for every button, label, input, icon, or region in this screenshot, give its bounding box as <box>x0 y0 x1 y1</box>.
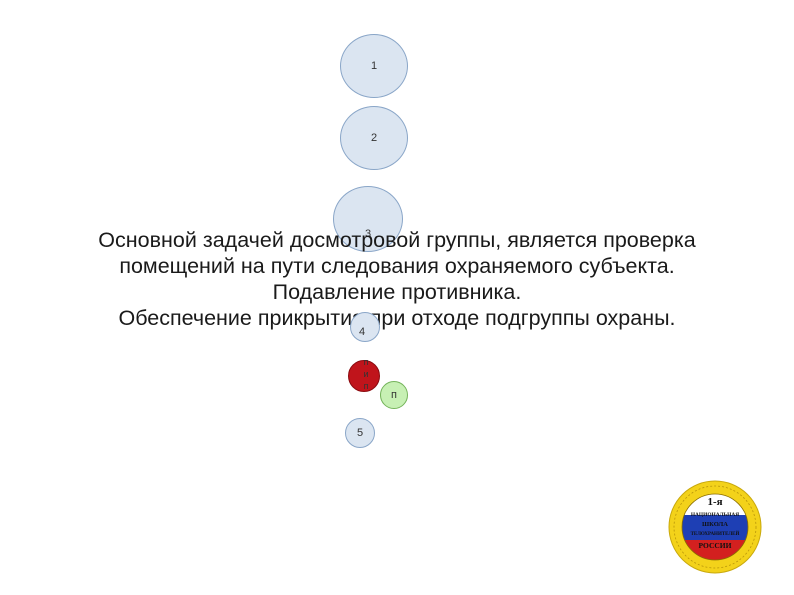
text-line-2: помещений на пути следования охраняемого… <box>119 254 675 278</box>
circle-1-label: 1 <box>370 60 378 72</box>
red-letter-2: и <box>363 369 369 379</box>
school-logo: 1-я НАЦИОНАЛЬНАЯ ШКОЛА ТЕЛОХРАНИТЕЛЕЙ РО… <box>668 480 762 574</box>
green-circle: п <box>380 381 408 409</box>
logo-line-5: РОССИИ <box>699 541 732 550</box>
circle-1: 1 <box>340 34 408 98</box>
circle-3-label: 3 <box>364 228 372 240</box>
circle-4: 4 <box>350 312 380 342</box>
circle-5-label: 5 <box>356 427 364 439</box>
logo-line-2: НАЦИОНАЛЬНАЯ <box>691 512 739 518</box>
main-text: Основной задачей досмотровой группы, явл… <box>20 227 774 331</box>
logo-line-4: ТЕЛОХРАНИТЕЛЕЙ <box>691 531 740 537</box>
green-circle-label: п <box>391 389 397 401</box>
text-line-1: Основной задачей досмотровой группы, явл… <box>98 228 696 252</box>
protected-subject-circle <box>348 360 380 392</box>
circle-4-label: 4 <box>358 326 366 338</box>
logo-line-1: 1-я <box>707 496 722 508</box>
red-letter-3: п <box>363 381 369 391</box>
logo-line-3: ШКОЛА <box>702 521 728 528</box>
circle-5: 5 <box>345 418 375 448</box>
circle-2-label: 2 <box>370 132 378 144</box>
circle-2: 2 <box>340 106 408 170</box>
text-line-3: Подавление противника. <box>272 280 522 304</box>
red-letter-1: п <box>363 357 369 367</box>
protected-subject-labels: п и п <box>356 356 376 392</box>
circle-3: 3 <box>333 186 403 252</box>
text-line-4: Обеспечение прикрытия при отходе подгруп… <box>118 306 676 330</box>
